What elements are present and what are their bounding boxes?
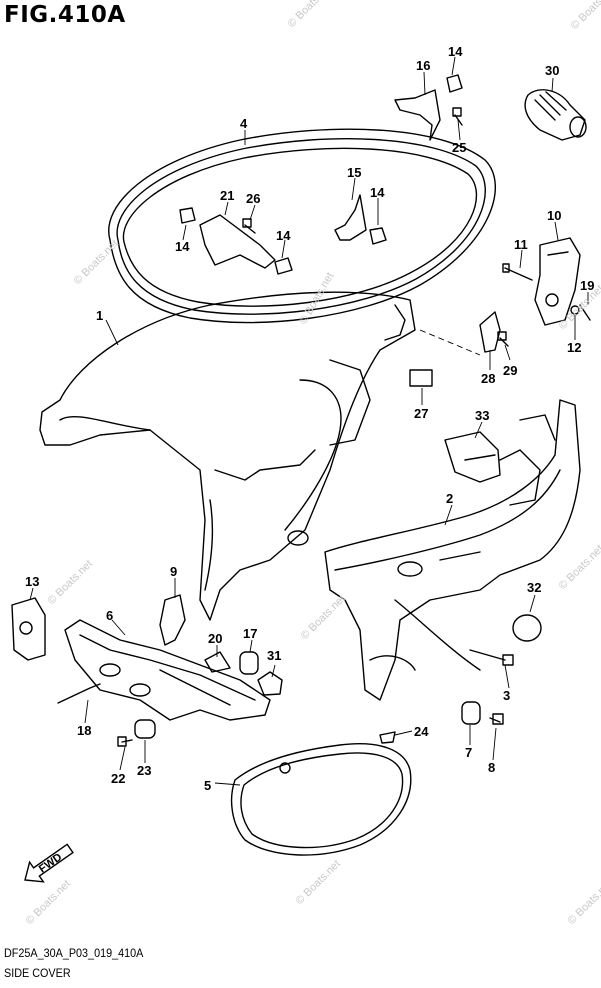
callout-3: 3	[503, 688, 510, 703]
part-3-bolt[interactable]	[469, 649, 514, 666]
callout-12: 12	[567, 340, 581, 355]
part-29-screw[interactable]	[497, 331, 509, 347]
part-4-seal-ring[interactable]	[108, 128, 496, 324]
leader-lines	[29, 56, 589, 786]
callout-25: 25	[452, 140, 466, 155]
part-13-pad[interactable]	[11, 597, 46, 661]
watermark: © Boats.net	[72, 238, 121, 287]
part-14-nut-d[interactable]	[274, 257, 293, 275]
callout-24: 24	[414, 724, 429, 739]
callout-21: 21	[220, 188, 234, 203]
watermark: © Boats.net	[286, 0, 335, 30]
watermark: © Boats.net	[557, 283, 601, 332]
part-24-rivet[interactable]	[379, 731, 396, 744]
watermark: © Boats.net	[557, 543, 601, 592]
callout-14-c: 14	[175, 239, 190, 254]
callout-31: 31	[267, 648, 281, 663]
part-22-screw[interactable]	[117, 736, 133, 747]
part-6-bracket[interactable]	[64, 619, 271, 721]
part-14-nut-b[interactable]	[369, 227, 387, 245]
part-17-collar[interactable]	[239, 651, 259, 675]
callout-5: 5	[204, 778, 211, 793]
part-16-bracket[interactable]	[394, 89, 441, 141]
part-7-collar[interactable]	[461, 701, 481, 725]
callout-13: 13	[25, 574, 39, 589]
part-14-nut-a[interactable]	[446, 74, 463, 93]
part-11-screw[interactable]	[502, 263, 533, 281]
callout-7: 7	[465, 745, 472, 760]
callout-11: 11	[514, 237, 528, 252]
callout-29: 29	[503, 363, 517, 378]
part-18-cable[interactable]	[57, 683, 101, 704]
part-5-gasket[interactable]	[230, 743, 412, 856]
part-21-bracket[interactable]	[199, 214, 276, 269]
watermark: © Boats.net	[46, 558, 95, 607]
part-2-lower-side-cover[interactable]	[324, 399, 581, 701]
part-28-plate[interactable]	[479, 311, 501, 353]
part-14-nut-c[interactable]	[179, 207, 196, 224]
part-19-pin[interactable]	[579, 304, 591, 321]
callout-14-a: 14	[448, 44, 463, 59]
part-33-cap[interactable]	[444, 431, 501, 483]
part-20-clip[interactable]	[204, 651, 231, 673]
callout-33: 33	[475, 408, 489, 423]
part-30-grommet[interactable]	[524, 89, 587, 141]
figure-caption: SIDE COVER	[4, 966, 71, 980]
callout-4: 4	[240, 116, 248, 131]
part-9-hose[interactable]	[159, 594, 186, 646]
watermark: © Boats.net	[299, 593, 348, 642]
callout-17: 17	[243, 626, 257, 641]
callout-16: 16	[416, 58, 430, 73]
figure-code: DF25A_30A_P03_019_410A	[4, 946, 144, 960]
callout-6: 6	[106, 608, 113, 623]
part-12-washer[interactable]	[570, 305, 580, 315]
part-31-grommet[interactable]	[257, 671, 283, 696]
callout-23: 23	[137, 763, 151, 778]
callout-labels: 4 1 2 3 5 6 7 8 9 10 11 12 13 14 14 14 1…	[25, 44, 594, 793]
callout-10: 10	[547, 208, 561, 223]
part-25-screw[interactable]	[452, 107, 463, 126]
part-26-screw[interactable]	[242, 218, 256, 234]
watermark: © Boats.net	[294, 858, 343, 907]
callout-19: 19	[580, 278, 594, 293]
callout-2: 2	[446, 491, 453, 506]
callout-22: 22	[111, 771, 125, 786]
callout-8: 8	[488, 760, 495, 775]
part-27-clip[interactable]	[409, 369, 433, 387]
callout-20: 20	[208, 631, 222, 646]
watermark: © Boats.net	[24, 878, 73, 927]
callout-30: 30	[545, 63, 559, 78]
callout-26: 26	[246, 191, 260, 206]
part-15-bracket[interactable]	[334, 194, 367, 241]
callout-32: 32	[527, 580, 541, 595]
part-1-upper-side-cover[interactable]	[39, 291, 416, 621]
callout-15: 15	[347, 165, 361, 180]
callout-28: 28	[481, 371, 495, 386]
callout-27: 27	[414, 406, 428, 421]
callout-18: 18	[77, 723, 91, 738]
callout-14-b: 14	[370, 185, 385, 200]
callout-9: 9	[170, 564, 177, 579]
watermark: © Boats.net	[569, 0, 601, 32]
watermark: © Boats.net	[566, 878, 601, 927]
callout-14-d: 14	[276, 228, 291, 243]
part-23-grommet[interactable]	[134, 719, 156, 739]
part-10-latch[interactable]	[534, 237, 581, 326]
part-32-plug[interactable]	[512, 614, 542, 642]
part-8-bolt[interactable]	[489, 713, 504, 725]
figure-title: FIG.410A	[4, 2, 126, 28]
callout-1: 1	[96, 308, 103, 323]
